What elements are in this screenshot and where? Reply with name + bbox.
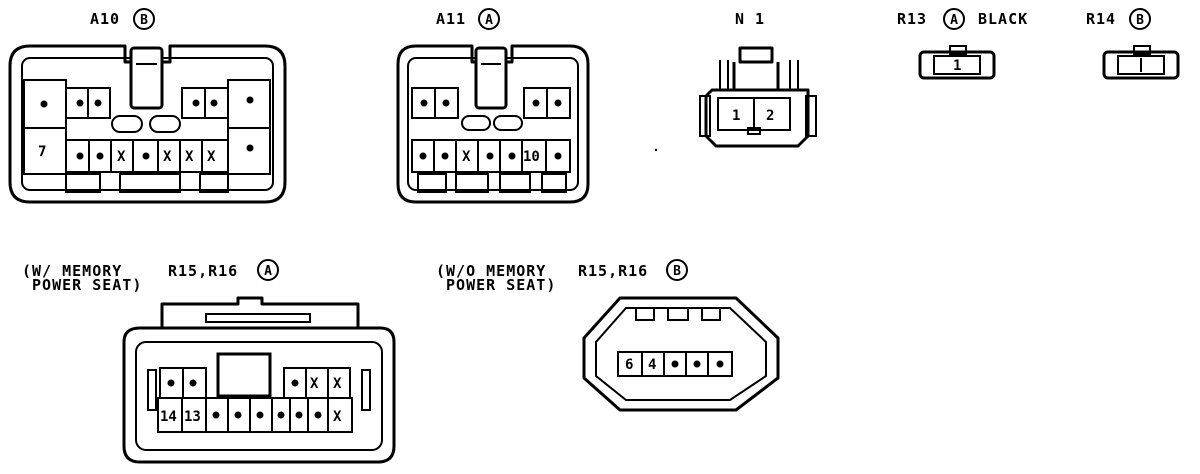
connector-r15b-note-line1: (W/O MEMORY	[436, 262, 546, 280]
r15b-pin-6: 6	[625, 357, 633, 373]
connector-r15b-name: R15,R16	[578, 262, 648, 280]
r15a-pin-x: X	[310, 376, 319, 392]
r15a-pin-dots	[167, 379, 322, 419]
connector-a11: A11 A X 10	[396, 8, 590, 204]
svg-text:A: A	[485, 13, 493, 28]
speck	[654, 148, 658, 152]
svg-text:B: B	[1136, 13, 1144, 28]
connector-n1: N 1 1 2	[699, 10, 817, 148]
a10-pin-x: X	[117, 149, 126, 165]
a11-pin-dots	[419, 99, 562, 160]
connector-a10-name: A10	[90, 10, 120, 28]
r15a-pin-x: X	[333, 376, 342, 392]
connector-r15a-variant-badge: A	[257, 259, 279, 281]
connector-r14-variant-badge: B	[1129, 8, 1151, 30]
n1-pin-1: 1	[732, 108, 740, 124]
svg-text:B: B	[140, 13, 148, 28]
connector-r15b-variant-badge: B	[666, 259, 688, 281]
connector-r15-r16-a: (W/ MEMORY POWER SEAT) R15,R16 A	[22, 259, 396, 464]
n1-pin-2: 2	[766, 108, 774, 124]
connector-a11-variant-badge: A	[478, 8, 500, 30]
connector-r13: R13 A BLACK 1	[897, 8, 1028, 80]
connector-r13-name: R13	[897, 10, 927, 28]
r15a-pin-14: 14	[160, 409, 177, 425]
a11-pin-x: X	[462, 149, 471, 165]
connector-a10: A10 B	[8, 8, 287, 204]
connector-r15-r16-b: (W/O MEMORY POWER SEAT) R15,R16 B 6 4	[436, 259, 780, 412]
a11-pin-10: 10	[523, 149, 540, 165]
connector-r15a-note-line1: (W/ MEMORY	[22, 262, 122, 280]
connector-a11-name: A11	[436, 10, 466, 28]
r15b-pin-4: 4	[648, 357, 656, 373]
connector-n1-name: N 1	[735, 10, 765, 28]
connector-r13-color: BLACK	[978, 10, 1028, 28]
svg-text:B: B	[673, 264, 681, 279]
a10-pin-x: X	[185, 149, 194, 165]
connector-r15a-name: R15,R16	[168, 262, 238, 280]
a10-pin-7: 7	[38, 144, 46, 160]
a10-pin-x: X	[207, 149, 216, 165]
connector-r13-variant-badge: A	[943, 8, 965, 30]
connector-r15a-note-line2: POWER SEAT)	[22, 276, 142, 294]
svg-text:A: A	[950, 13, 958, 28]
connector-r14: R14 B	[1086, 8, 1180, 80]
r15b-pin-dots	[671, 360, 724, 368]
a10-pin-x: X	[163, 149, 172, 165]
r15a-pin-13: 13	[184, 409, 201, 425]
connector-a10-variant-badge: B	[133, 8, 155, 30]
svg-text:A: A	[264, 264, 272, 279]
connector-r14-name: R14	[1086, 10, 1116, 28]
connector-r15b-note-line2: POWER SEAT)	[436, 276, 556, 294]
r15a-pin-x: X	[333, 409, 342, 425]
a10-pin-dots	[40, 96, 254, 160]
r13-pin-1: 1	[953, 58, 961, 74]
